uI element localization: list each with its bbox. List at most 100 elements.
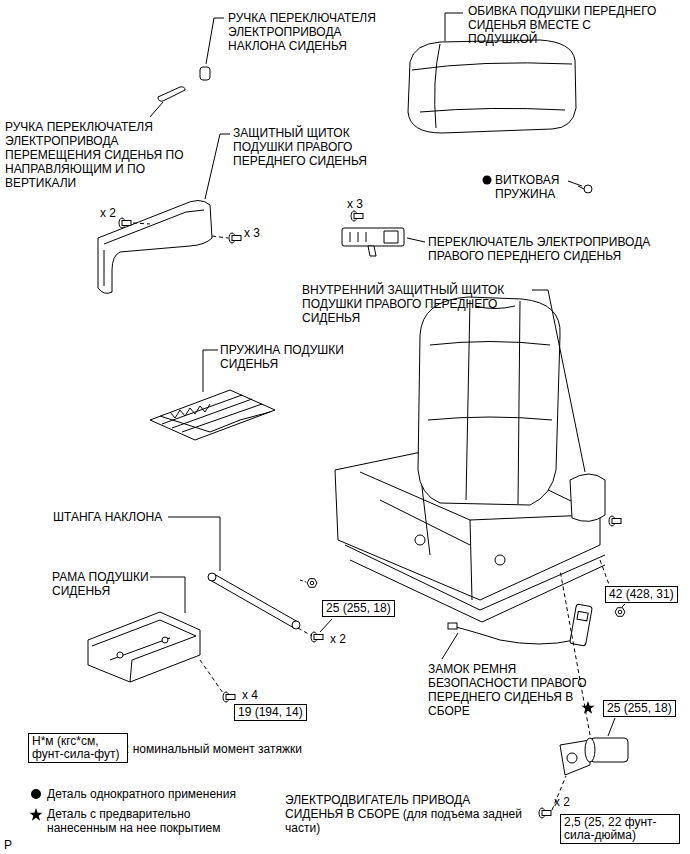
torque-box: 42 (428, 31) <box>605 586 678 603</box>
seat-belt-buckle <box>577 611 588 621</box>
leader-line <box>205 134 230 199</box>
part-label: ОБИВКА ПОДУШКИ ПЕРЕДНЕГО СИДЕНЬЯ ВМЕСТЕ … <box>468 4 663 46</box>
seat-motor <box>585 738 595 762</box>
part-label: РУЧКА ПЕРЕКЛЮЧАТЕЛЯ ЭЛЕКТРОПРИВОДА НАКЛО… <box>228 11 388 53</box>
tilt-bar <box>208 573 317 629</box>
cushion-spring <box>170 404 210 418</box>
cushion-frame <box>88 612 200 682</box>
cushion-frame <box>117 652 123 658</box>
torque-value: 2,5 (25, 22 фунт-сила-дюйма) <box>564 816 676 842</box>
bolt <box>298 628 323 642</box>
leader-line <box>608 718 615 736</box>
torque-box: 2,5 (25, 22 фунт-сила-дюйма) <box>560 814 680 844</box>
cushion-spring <box>150 390 275 440</box>
leader-line <box>445 13 463 41</box>
bolt <box>200 660 235 702</box>
precoated-mark <box>581 701 594 714</box>
part-label: ШТАНГА НАКЛОНА <box>53 510 213 524</box>
slide-switch-knob <box>158 87 185 101</box>
leader-line <box>168 517 220 571</box>
leader-line <box>320 619 332 632</box>
torque-value: Н*м (кгс*см, фунт-сила-фут) <box>32 735 124 761</box>
torque-value: 25 (255, 18) <box>326 602 391 615</box>
leader-line <box>203 350 218 392</box>
torque-box: Н*м (кгс*см, фунт-сила-фут) <box>28 733 128 763</box>
leader-line <box>568 181 582 186</box>
inner-shield <box>570 474 605 521</box>
part-label: РУЧКА ПЕРЕКЛЮЧАТЕЛЯ ЭЛЕКТРОПРИВОДА ПЕРЕМ… <box>5 120 205 190</box>
legend-mark <box>29 808 42 821</box>
coil-spring <box>578 186 584 189</box>
cushion-cover <box>412 44 572 128</box>
leader-line <box>532 290 585 472</box>
seat-switch <box>342 228 404 246</box>
tilt-bar <box>292 621 300 629</box>
seat-frame <box>428 300 552 504</box>
part-label: ПРУЖИНА ПОДУШКИ СИДЕНЬЯ <box>220 343 360 371</box>
quantity-label: x 3 <box>347 197 363 211</box>
inner-shield <box>609 516 621 526</box>
seat-belt-buckle <box>456 627 575 644</box>
cushion-frame <box>92 620 196 682</box>
seat-frame <box>495 555 505 565</box>
seat-motor <box>539 808 551 818</box>
seat-switch <box>351 211 363 221</box>
screw <box>119 218 241 243</box>
seat-belt-buckle <box>615 608 625 617</box>
torque-box: 25 (255, 18) <box>603 700 676 717</box>
cushion-frame <box>162 637 168 643</box>
bolt <box>200 660 223 693</box>
tilt-bar <box>307 579 317 588</box>
inner-shield <box>570 474 621 526</box>
cushion-shield <box>104 210 204 286</box>
torque-box: 25 (255, 18) <box>322 600 395 617</box>
bolt <box>311 632 323 642</box>
tilt-bar <box>210 574 298 628</box>
tilt-bar <box>208 573 216 581</box>
leader-line <box>150 577 185 613</box>
screw <box>229 233 241 243</box>
legend-text: Деталь однократного применения <box>47 787 277 801</box>
screw <box>133 223 150 224</box>
one-time-use-mark <box>483 176 492 185</box>
seat-switch <box>368 246 376 256</box>
cushion-cover <box>408 40 576 133</box>
seat-switch <box>350 231 398 243</box>
coil-spring <box>584 185 592 193</box>
slide-switch-knob <box>158 87 185 101</box>
bolt <box>298 628 312 636</box>
torque-value: 42 (428, 31) <box>609 588 674 601</box>
seat-frame <box>415 535 425 545</box>
legend-mark <box>31 789 41 799</box>
coil-spring <box>578 185 592 193</box>
legend-note: : номинальный момент затяжки <box>126 742 302 756</box>
torque-value: 25 (255, 18) <box>607 702 672 715</box>
leader-line <box>442 633 458 659</box>
cushion-spring <box>160 395 270 432</box>
cushion-shield <box>98 201 212 294</box>
part-label: ПЕРЕКЛЮЧАТЕЛЬ ЭЛЕКТРОПРИВОДА ПРАВОГО ПЕР… <box>428 235 686 263</box>
cushion-frame <box>88 612 200 682</box>
quantity-label: x 2 <box>100 206 116 220</box>
torque-value: 19 (194, 14) <box>238 706 303 719</box>
leader-line <box>407 238 425 242</box>
part-label: ЗАМОК РЕМНЯ БЕЗОПАСНОСТИ ПРАВОГО ПЕРЕДНЕ… <box>428 662 588 718</box>
tilt-switch-knob <box>200 67 210 80</box>
part-label: ВИТКОВАЯ ПРУЖИНА <box>495 173 585 201</box>
torque-box: 19 (194, 14) <box>234 704 307 721</box>
leader-line <box>150 102 163 117</box>
quantity-label: x 4 <box>242 688 258 702</box>
tilt-bar <box>300 580 306 582</box>
bolt <box>223 692 235 702</box>
seat-frame <box>418 297 560 505</box>
part-label: РАМА ПОДУШКИ СИДЕНЬЯ <box>52 570 192 598</box>
leader-line <box>206 18 224 64</box>
legend-text: Деталь с предварительно нанесенным на не… <box>47 807 247 835</box>
seat-motor <box>567 753 577 763</box>
quantity-label: x 2 <box>330 632 346 646</box>
quantity-label: x 3 <box>244 226 260 240</box>
leader-line <box>622 604 625 607</box>
cushion-cover <box>408 40 576 133</box>
screw <box>119 218 131 228</box>
